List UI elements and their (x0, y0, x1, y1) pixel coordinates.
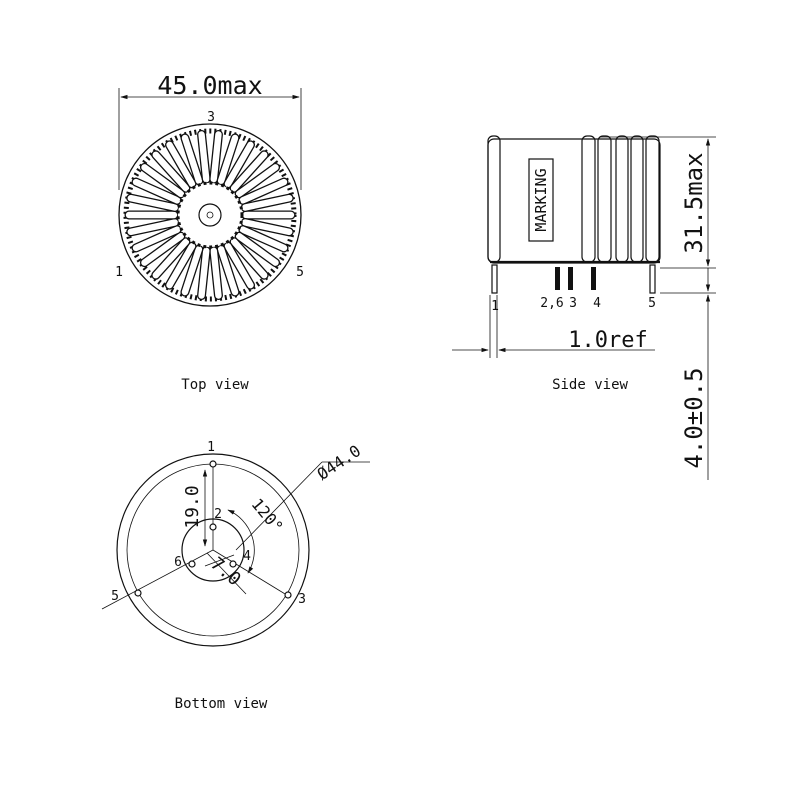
winding-strand-fill (224, 242, 254, 289)
winding-strand-fill (181, 134, 203, 184)
side-view-pins (491, 264, 656, 294)
inner-dim-ext (204, 554, 235, 567)
winding-strand-fill (239, 226, 288, 252)
inner-dim-line (206, 552, 247, 595)
winding-strand-fill (224, 141, 254, 188)
side-pin-5 (649, 264, 656, 294)
pin-hole-5 (134, 589, 142, 597)
side-view: MARKING 2,6 3 4 5 1 1.0ref 31.5max 4.0±0… (452, 135, 716, 480)
side-pin-4 (591, 267, 596, 290)
bottom-view: Ø44.0 19.0 120° 7.0 1 2 3 4 5 6 Bottom v… (101, 440, 370, 712)
side-view-body (487, 138, 661, 264)
winding-strand-fill (230, 238, 268, 279)
side-pin-label-3: 3 (569, 296, 577, 311)
side-pin-2-6 (555, 267, 560, 290)
winding-strand-fill (198, 131, 210, 183)
winding-strand-fill (132, 226, 181, 252)
pin-length-dim: 4.0±0.5 (680, 367, 708, 468)
winding-strand-fill (152, 238, 190, 279)
winding-strand-fill (132, 178, 181, 204)
base-outer-circle (116, 453, 310, 647)
angle-dim: 120° (248, 495, 287, 537)
bottom-pin-holes (134, 460, 292, 599)
top-view-pin-5: 5 (296, 265, 304, 280)
toroid-center-hole (198, 203, 222, 227)
side-pin-label-2-6: 2,6 (540, 296, 563, 311)
bottom-pin-label-1: 1 (207, 440, 215, 455)
side-pin-3 (568, 267, 573, 290)
winding-strand-fill (181, 246, 203, 296)
winding-strand-fill (198, 247, 210, 299)
winding-strand-fill (210, 131, 222, 183)
winding-strand-fill (127, 219, 178, 236)
top-view-caption: Top view (181, 377, 249, 393)
top-view: 45.0max 3 1 5 Top view (115, 71, 304, 393)
winding-strand-fill (210, 247, 222, 299)
bottom-pin-label-6: 6 (174, 555, 182, 570)
bottom-pin-label-2: 2 (214, 507, 222, 522)
toroid-center-pin (206, 211, 214, 219)
pin-hole-1 (209, 460, 217, 468)
winding-strand-fill (141, 232, 185, 266)
winding-strand-fill (239, 178, 288, 204)
winding-strand-fill (166, 242, 196, 289)
winding-strand-fill (235, 232, 279, 266)
pin-hole-6 (188, 560, 196, 568)
pin-hole-2 (209, 523, 217, 531)
height-dim: 31.5max (680, 152, 708, 253)
bottom-view-caption: Bottom view (175, 696, 268, 712)
bottom-pin-label-4: 4 (243, 549, 251, 564)
radial-line-pin-5 (101, 549, 214, 610)
winding-strand-fill (152, 151, 190, 192)
angle-dim-arc (227, 509, 255, 574)
side-pin-label-5: 5 (648, 296, 656, 311)
winding-strand-fill (166, 141, 196, 188)
winding-strand-fill (141, 164, 185, 198)
winding-strand-fill (242, 194, 293, 211)
side-pin-label-1: 1 (491, 299, 499, 314)
marking-label: MARKING (532, 168, 550, 231)
bottom-pin-label-5: 5 (111, 589, 119, 604)
pin-hole-4 (229, 560, 237, 568)
marking-box (528, 158, 554, 242)
radius-dim: 19.0 (182, 485, 203, 528)
side-view-caption: Side view (552, 377, 628, 393)
side-pin-label-4: 4 (593, 296, 601, 311)
top-view-width-dim: 45.0max (157, 71, 262, 100)
top-view-pin-1: 1 (115, 265, 123, 280)
side-view-wire-loops (487, 135, 660, 263)
toroid-windings (124, 129, 296, 301)
diameter-dim: Ø44.0 (314, 441, 365, 484)
side-pin-1 (491, 264, 498, 294)
pin-hole-3 (284, 591, 292, 599)
winding-strand-fill (127, 194, 178, 211)
winding-strand-fill (242, 219, 293, 236)
winding-strand-fill (217, 134, 239, 184)
top-view-pin-3: 3 (207, 110, 215, 125)
bottom-pin-label-3: 3 (298, 592, 306, 607)
pin-diameter-dim: 1.0ref (568, 328, 647, 353)
winding-strand-fill (217, 246, 239, 296)
winding-strand-fill (230, 151, 268, 192)
winding-strand-fill (235, 164, 279, 198)
